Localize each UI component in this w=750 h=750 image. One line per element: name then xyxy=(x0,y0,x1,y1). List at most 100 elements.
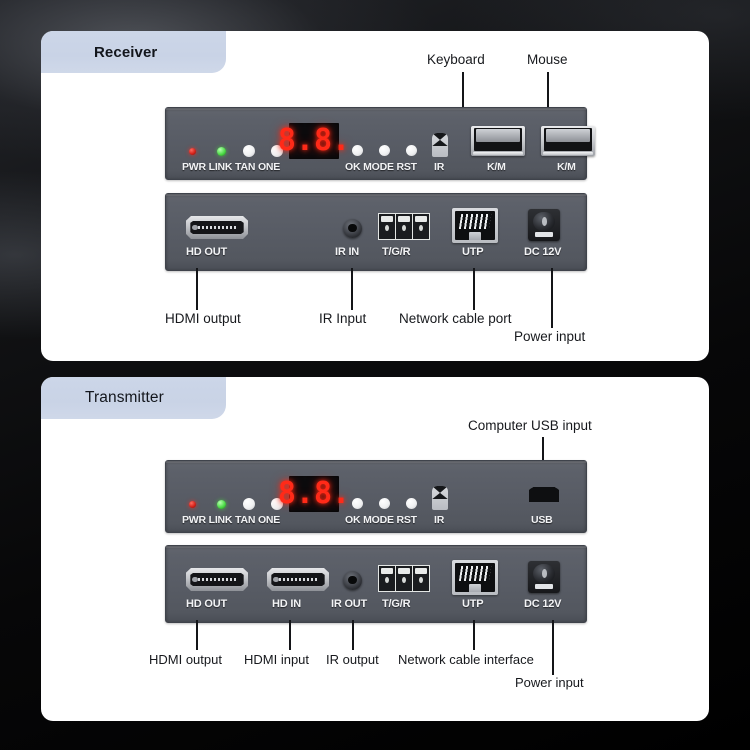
ir-out-jack[interactable] xyxy=(343,571,362,590)
led-tan xyxy=(243,145,255,157)
callout-hdmi-output-label: HDMI output xyxy=(165,311,241,326)
tgr-terminal-cell xyxy=(413,566,429,591)
button-rst[interactable] xyxy=(406,145,417,156)
button-rst[interactable] xyxy=(406,498,417,509)
button-mode[interactable] xyxy=(379,498,390,509)
utp-rj45-tab-notch xyxy=(468,584,482,592)
button-ok[interactable] xyxy=(352,498,363,509)
led-group-label: PWR LINK TAN ONE xyxy=(182,161,281,173)
ir-sensor xyxy=(432,486,448,510)
utp-rj45-port[interactable] xyxy=(452,560,498,595)
ir-in-jack[interactable] xyxy=(343,219,362,238)
tgr-terminal-cell xyxy=(396,214,413,239)
usb-port-tongue xyxy=(546,129,590,142)
seven-segment-value: 8.8. xyxy=(277,476,351,511)
callout-ir-input-leader xyxy=(351,268,353,310)
usb-port-mouse-label: K/M xyxy=(557,161,576,173)
hdmi-out-port[interactable] xyxy=(186,216,248,239)
hdmi-out-label: HD OUT xyxy=(186,246,227,258)
callout-tx-hdmi-input-label: HDMI input xyxy=(244,652,310,667)
receiver-back-panel: HD OUT IR IN T/G/R UTP xyxy=(165,193,587,271)
tgr-terminal-block[interactable] xyxy=(378,213,430,240)
utp-rj45-port[interactable] xyxy=(452,208,498,243)
hdmi-out-nub xyxy=(192,224,198,231)
hdmi-out-pins xyxy=(197,225,239,230)
usb-mini-label: USB xyxy=(531,514,553,526)
hdmi-out-label: HD OUT xyxy=(186,598,227,610)
hdmi-out-nub xyxy=(192,576,198,583)
receiver-front-panel: PWR LINK TAN ONE 8.8. OK MODE RST IR K/M xyxy=(165,107,595,180)
callout-tx-network-leader xyxy=(473,620,475,650)
usb-port-keyboard-label: K/M xyxy=(487,161,506,173)
button-ok[interactable] xyxy=(352,145,363,156)
ir-out-jack-hole xyxy=(348,575,357,585)
callout-tx-ir-output-leader xyxy=(352,620,354,650)
callout-tx-power-leader xyxy=(552,620,554,675)
hdmi-in-label: HD IN xyxy=(272,598,301,610)
usb-port-keyboard[interactable] xyxy=(471,126,525,156)
callout-mouse-leader xyxy=(547,72,549,115)
dc-power-jack-pin xyxy=(542,569,548,578)
seven-segment-display: 8.8. xyxy=(278,476,350,512)
dc-power-jack[interactable] xyxy=(528,561,560,593)
led-link xyxy=(217,147,226,156)
transmitter-back-panel: HD OUT HD IN IR OUT T/G/R xyxy=(165,545,587,623)
dc-power-label: DC 12V xyxy=(524,246,562,258)
callout-tx-ir-output-label: IR output xyxy=(326,652,379,667)
callout-network-port-leader xyxy=(473,268,475,310)
transmitter-front-panel: PWR LINK TAN ONE 8.8. OK MODE RST IR USB xyxy=(165,460,587,533)
hdmi-in-nub xyxy=(273,576,279,583)
callout-mouse-label: Mouse xyxy=(527,52,568,67)
transmitter-card: Transmitter Computer USB input PWR LINK … xyxy=(41,377,709,721)
receiver-card: Receiver Keyboard Mouse PWR LINK TAN ONE… xyxy=(41,31,709,361)
tgr-label: T/G/R xyxy=(382,598,411,610)
usb-mini-port[interactable] xyxy=(529,487,559,502)
button-mode[interactable] xyxy=(379,145,390,156)
callout-hdmi-output-leader xyxy=(196,268,198,310)
button-group-label: OK MODE RST xyxy=(345,161,417,173)
usb-port-mouse[interactable] xyxy=(541,126,595,156)
tgr-terminal-cell xyxy=(379,566,396,591)
hdmi-out-cavity xyxy=(190,221,244,234)
ir-in-label: IR IN xyxy=(335,246,360,258)
usb-port-tongue xyxy=(476,129,520,142)
led-one xyxy=(271,145,283,157)
callout-tx-hdmi-input-leader xyxy=(289,620,291,650)
dc-power-jack-base xyxy=(535,584,553,590)
receiver-tab-label: Receiver xyxy=(94,43,158,61)
transmitter-tab-label: Transmitter xyxy=(85,389,164,406)
callout-keyboard-leader xyxy=(462,72,464,115)
seven-segment-display: 8.8. xyxy=(278,123,350,159)
hdmi-out-pins xyxy=(197,577,239,582)
callout-tx-power-label: Power input xyxy=(515,675,584,690)
receiver-tab: Receiver xyxy=(41,31,226,73)
hdmi-in-pins xyxy=(278,577,320,582)
callout-power-input-leader xyxy=(551,268,553,328)
transmitter-tab: Transmitter xyxy=(41,377,226,419)
utp-label: UTP xyxy=(462,246,484,258)
led-one xyxy=(271,498,283,510)
dc-power-jack[interactable] xyxy=(528,209,560,241)
tgr-terminal-cell xyxy=(396,566,413,591)
ir-sensor-glyph xyxy=(432,486,448,500)
callout-computer-usb-label: Computer USB input xyxy=(468,418,592,433)
hdmi-out-port[interactable] xyxy=(186,568,248,591)
dc-power-label: DC 12V xyxy=(524,598,562,610)
callout-tx-hdmi-output-label: HDMI output xyxy=(149,652,222,667)
tgr-terminal-block[interactable] xyxy=(378,565,430,592)
utp-label: UTP xyxy=(462,598,484,610)
ir-label: IR xyxy=(434,514,445,526)
hdmi-in-port[interactable] xyxy=(267,568,329,591)
utp-rj45-contacts xyxy=(458,565,492,581)
ir-in-jack-hole xyxy=(348,223,357,233)
tgr-terminal-cell xyxy=(413,214,429,239)
seven-segment-value: 8.8. xyxy=(277,123,351,158)
utp-rj45-tab-notch xyxy=(468,232,482,240)
tgr-label: T/G/R xyxy=(382,246,411,258)
callout-tx-network-label: Network cable interface xyxy=(398,652,534,667)
tgr-terminal-cell xyxy=(379,214,396,239)
callout-ir-input-label: IR Input xyxy=(319,311,367,326)
led-pwr xyxy=(189,501,196,508)
hdmi-in-cavity xyxy=(271,573,325,586)
